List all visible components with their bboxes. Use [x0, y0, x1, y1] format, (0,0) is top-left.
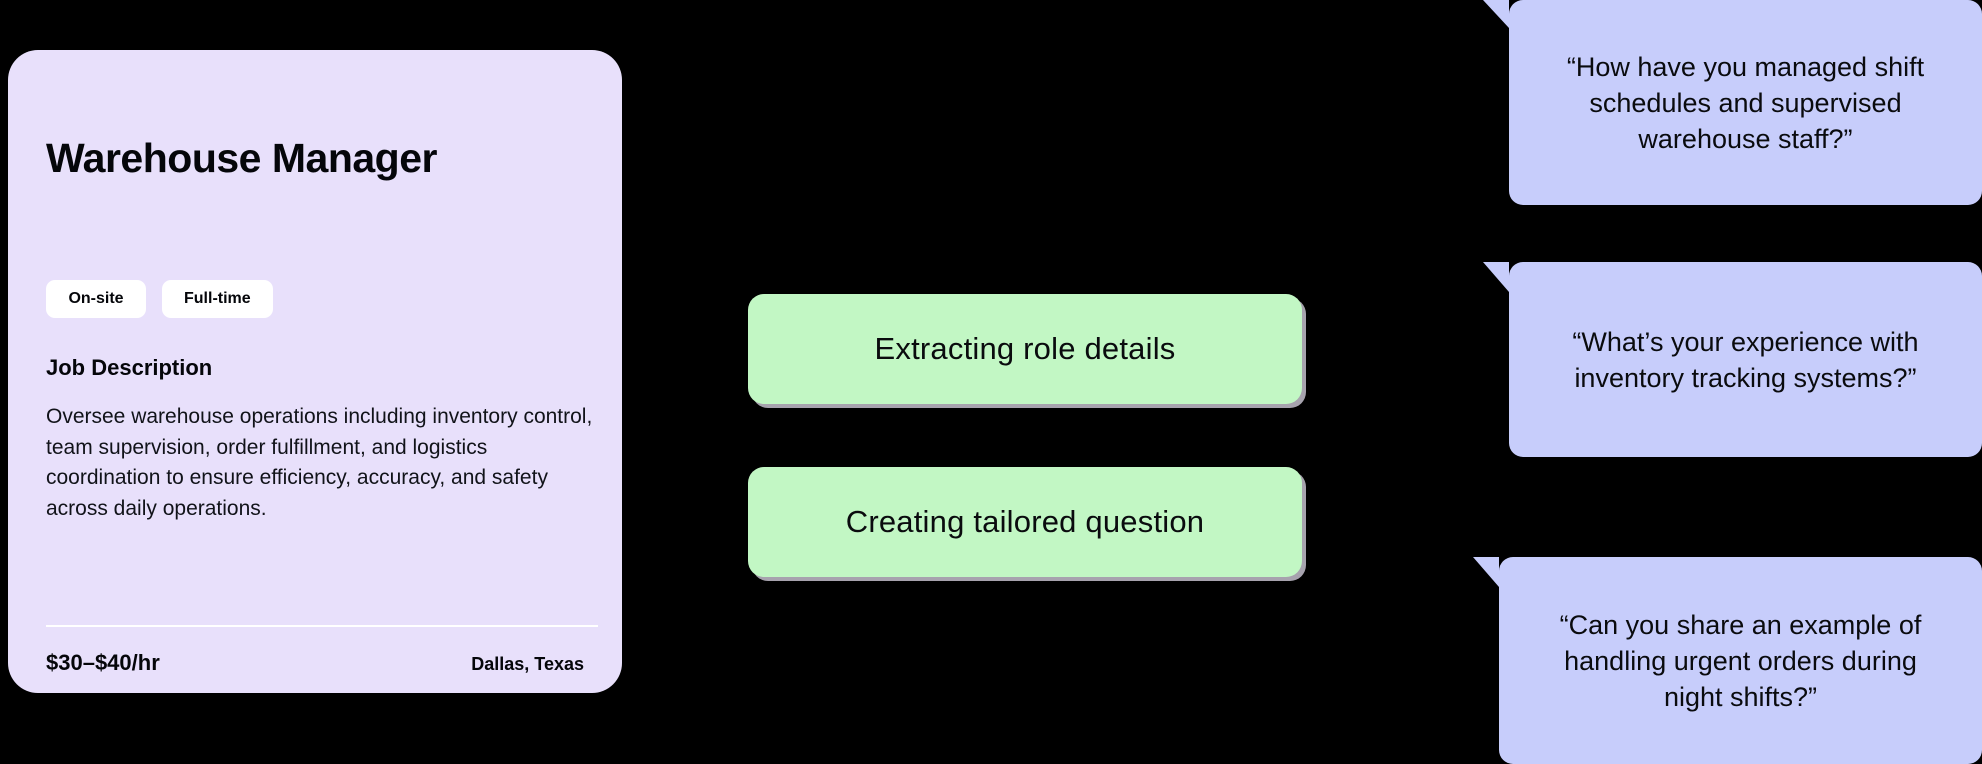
page-title: Warehouse Manager	[46, 135, 437, 181]
process-step-label: Creating tailored question	[845, 504, 1205, 539]
job-location: Dallas, Texas	[471, 654, 584, 674]
job-tag-row: On-site Full-time	[46, 280, 273, 318]
bubble-tail-icon	[1483, 262, 1509, 292]
question-bubble[interactable]: “Can you share an example of handling ur…	[1473, 557, 1982, 764]
salary-range: $30–$40/hr	[46, 650, 160, 675]
question-bubble[interactable]: “What’s your experience with inventory t…	[1483, 262, 1982, 457]
process-step-extracting-role-details[interactable]: Extracting role details	[748, 294, 1302, 404]
job-description-body: Oversee warehouse operations including i…	[46, 405, 593, 520]
job-card: Warehouse Manager On-site Full-time Job …	[8, 50, 622, 693]
process-step-creating-tailored-question[interactable]: Creating tailored question	[748, 467, 1302, 577]
process-step-label: Extracting role details	[874, 331, 1176, 366]
question-text: “Can you share an example of handling ur…	[1559, 609, 1922, 712]
job-description-heading: Job Description	[46, 355, 213, 380]
question-text: “What’s your experience with inventory t…	[1572, 326, 1919, 393]
card-divider	[46, 625, 598, 627]
job-tag-onsite[interactable]: On-site	[46, 280, 146, 318]
bubble-tail-icon	[1473, 557, 1499, 587]
bubble-tail-icon	[1483, 0, 1509, 28]
question-text: “How have you managed shift schedules an…	[1566, 51, 1925, 154]
question-bubble[interactable]: “How have you managed shift schedules an…	[1483, 0, 1982, 205]
job-tag-fulltime[interactable]: Full-time	[162, 280, 273, 318]
